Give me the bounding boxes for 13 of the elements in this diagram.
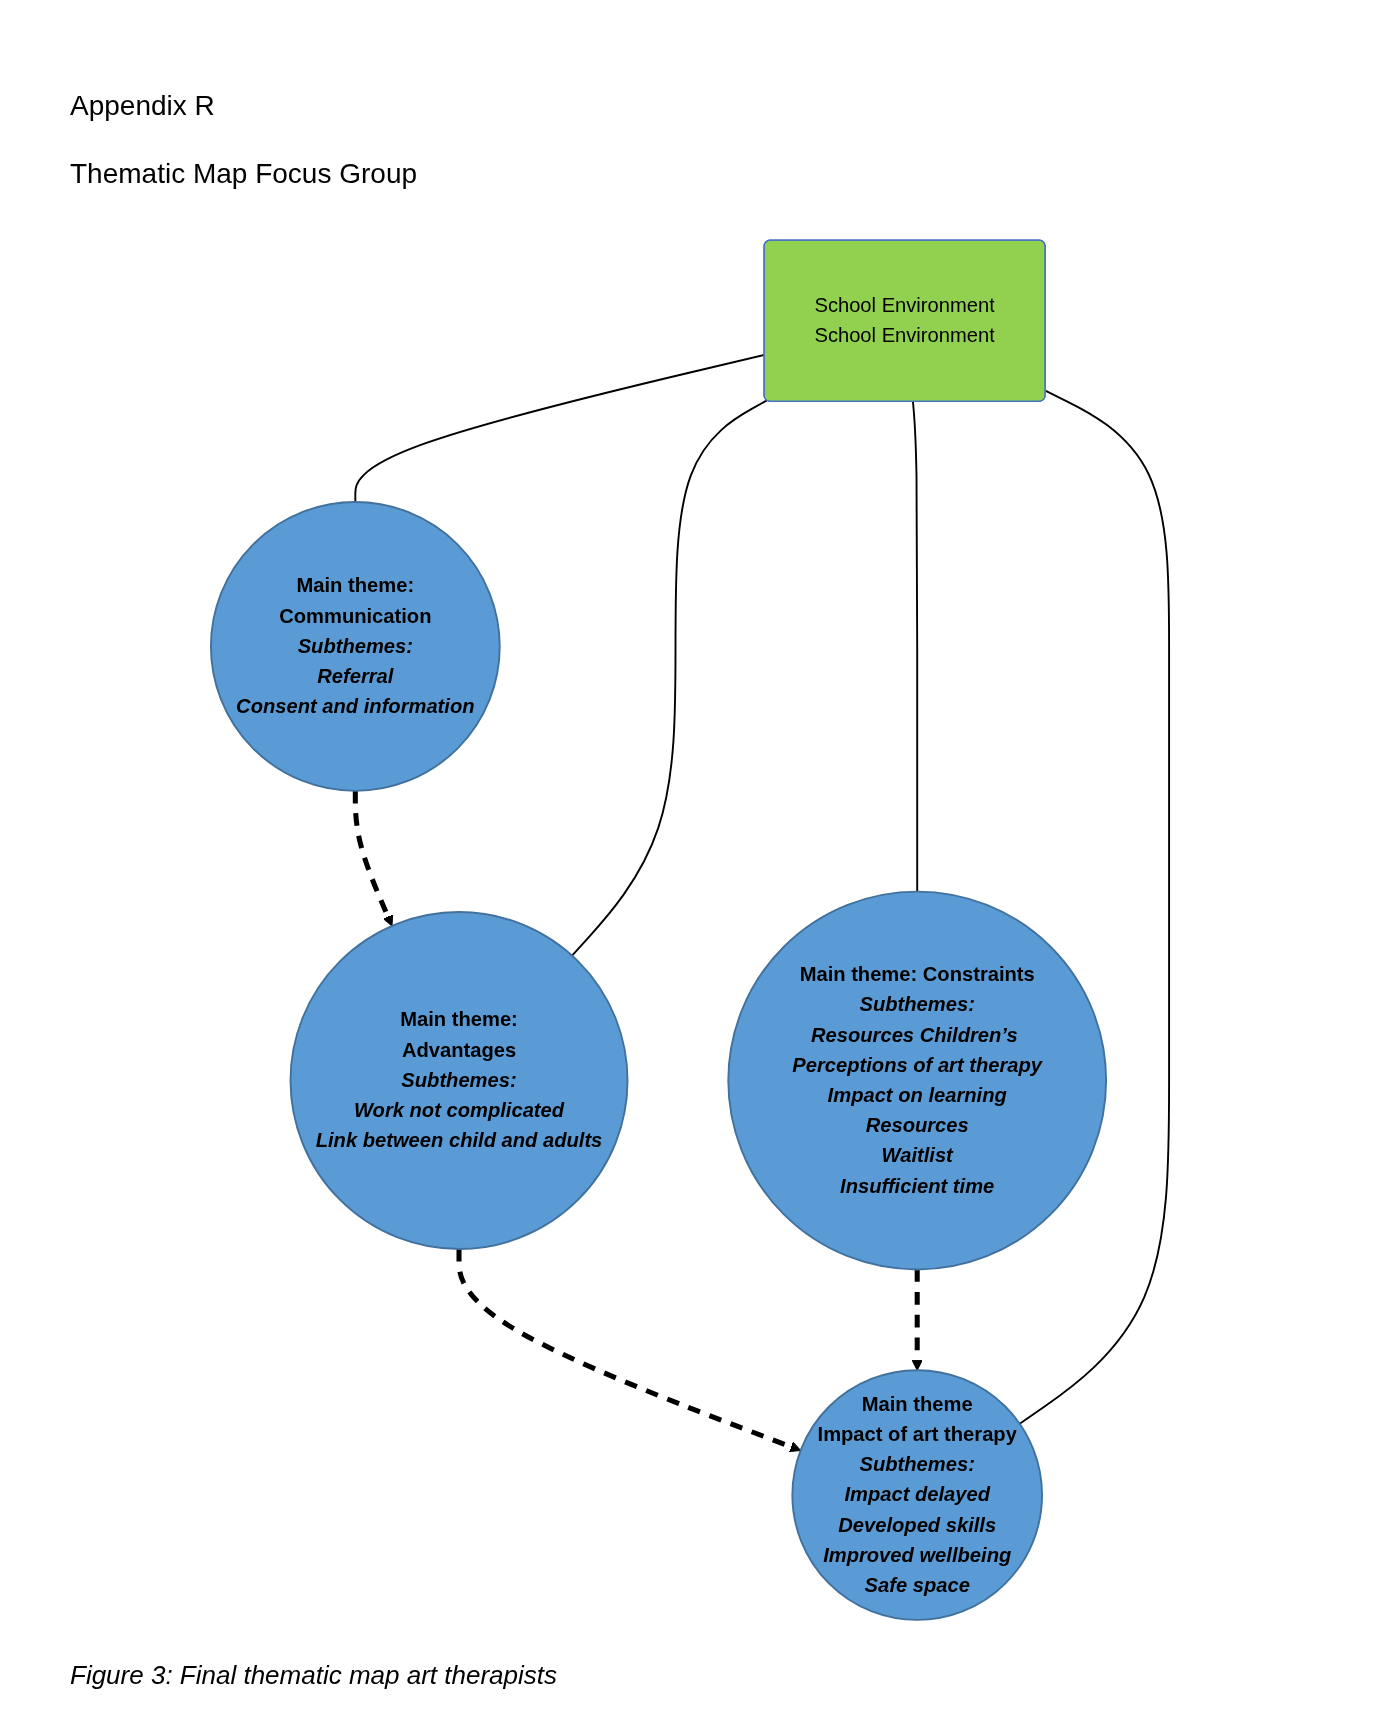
arrow [911,1269,923,1371]
connector [912,400,919,893]
figure-caption: Figure 3: Final thematic map art therapists [70,1660,557,1691]
node-circle: Main theme: Communication Subthemes: Referral Consent and information [209,501,501,792]
arrow [456,1249,802,1453]
arrow [352,790,394,927]
connector [571,399,768,957]
node-circle: Main theme: Advantages Subthemes: Work not complicated Link between child and adults [289,911,629,1250]
subtitle: Thematic Map Focus Group [70,158,418,190]
node-circle: Main theme Impact of art therapy Subthemes: Impact delayed Developed skills Improved wellbeing Safe space [791,1369,1043,1621]
title: Appendix R [70,90,216,122]
node-circle: Main theme: Constraints Subthemes: Resources Children’s Perceptions of art therapy Impact on learning Resources Waitlist Insufficient time [727,890,1108,1271]
connector [1018,389,1171,1425]
